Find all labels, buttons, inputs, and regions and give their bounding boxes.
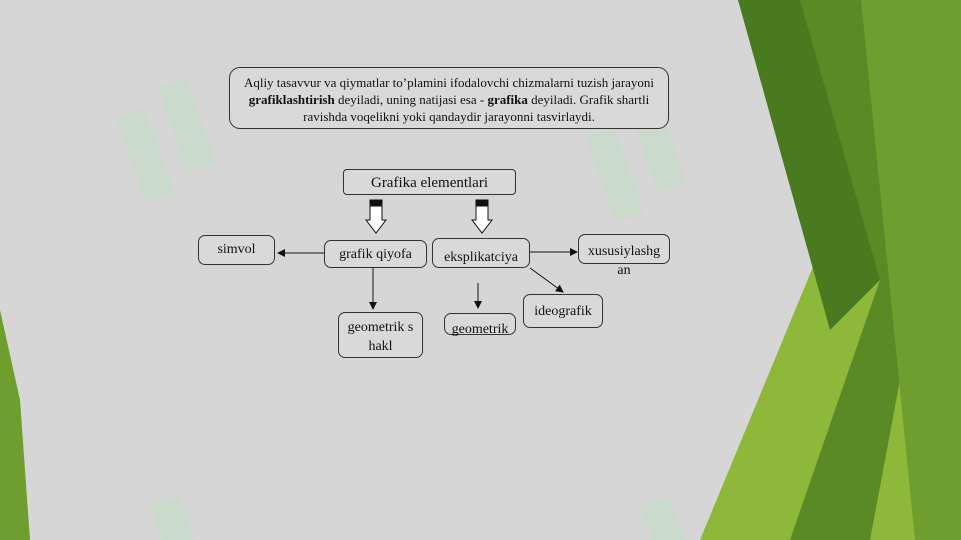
node-eksplikatciya: eksplikatciya <box>432 238 530 268</box>
node-eksplikatciya-label: eksplikatciya <box>444 250 518 265</box>
intro-bold-grafika: grafika <box>487 92 528 107</box>
node-xususiylashgan: xususiylashgan <box>578 234 670 278</box>
intro-text-1: Aqliy tasavvur va qiymatlar to’plamini i… <box>243 75 655 90</box>
node-grafik-qiyofa: grafik qiyofa <box>324 240 427 268</box>
node-geometrik-shakl: geometrik shakl <box>338 312 423 358</box>
node-simvol: simvol <box>198 235 275 265</box>
intro-text-2: deyiladi, uning natijasi esa - <box>334 92 488 107</box>
node-ideografik-label: ideografik <box>534 304 592 319</box>
node-geometrik-shakl-label: geometrik shakl <box>347 320 414 354</box>
diagram-title: Grafika elementlari <box>343 169 516 195</box>
node-ideografik: ideografik <box>523 294 603 328</box>
node-xususiylashgan-label: xususiylashgan <box>587 244 661 278</box>
definition-textbox: Aqliy tasavvur va qiymatlar to’plamini i… <box>229 67 669 129</box>
intro-bold-grafiklashtirish: grafiklashtirish <box>248 92 335 107</box>
node-geometrik: geometrik <box>444 313 516 337</box>
node-geometrik-label: geometrik <box>451 322 509 337</box>
intro-text-3: deyiladi. Grafik shartli ravishda voqeli… <box>303 92 650 124</box>
